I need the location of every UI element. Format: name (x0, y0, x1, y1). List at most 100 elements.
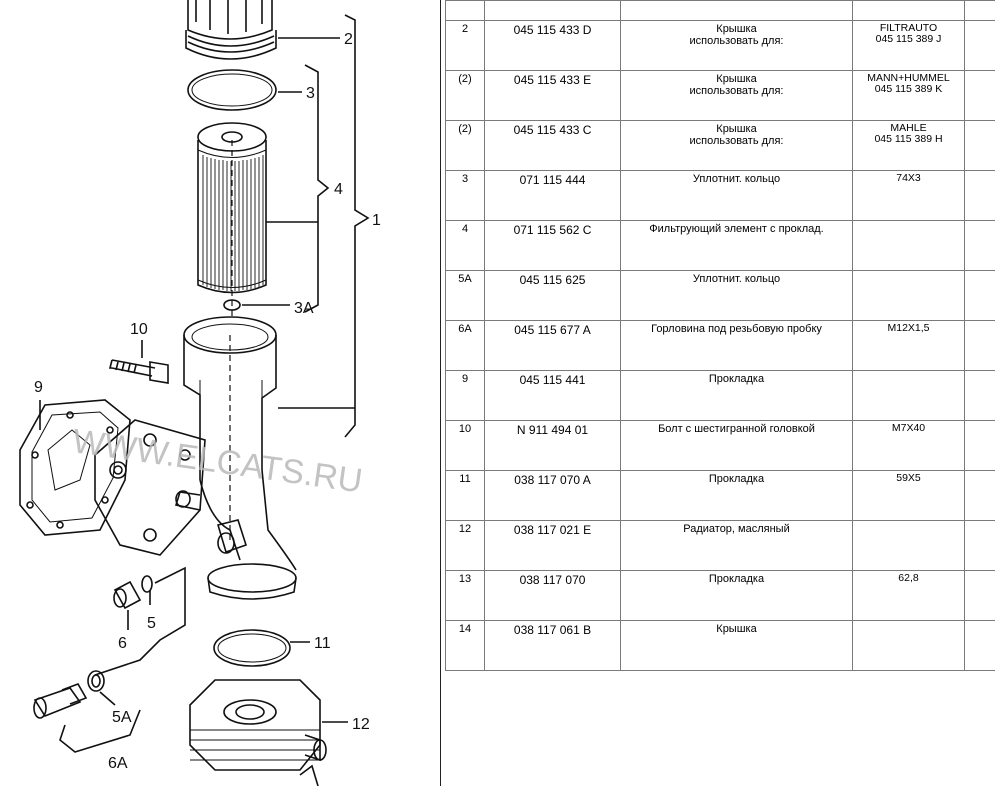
table-row[interactable] (445, 0, 995, 21)
label-1: 1 (372, 212, 381, 229)
cell-position: (2) (445, 120, 485, 171)
cell-part-name: Уплотнит. кольцо (620, 270, 853, 321)
cell-note: 59X5 (852, 470, 965, 521)
part-mounting-flange[interactable] (94, 419, 206, 556)
label-2: 2 (344, 31, 353, 48)
label-9: 9 (34, 379, 43, 396)
cell-quantity (964, 120, 995, 171)
cell-quantity: 1 (964, 170, 995, 221)
part-gasket-ring[interactable] (213, 629, 291, 667)
cell-note (852, 0, 965, 21)
cell-part-number: 038 117 070 A (484, 470, 621, 521)
part-filler-neck[interactable] (33, 670, 105, 719)
cell-note: 62,8 (852, 570, 965, 621)
part-bolt[interactable] (108, 359, 169, 384)
cell-part-name: Крышка использовать для: (620, 120, 853, 171)
cell-quantity: 4 (964, 420, 995, 471)
cell-note: MAHLE 045 115 389 H (852, 120, 965, 171)
part-filter-element[interactable] (197, 122, 267, 294)
cell-quantity: 1 (964, 220, 995, 271)
label-12: 12 (352, 716, 370, 733)
cell-part-number: 045 115 433 C (484, 120, 621, 171)
cell-position: 3 (445, 170, 485, 221)
part-plug-screw[interactable] (113, 575, 153, 610)
label-3a: 3A (294, 300, 314, 317)
part-oil-cooler[interactable] (189, 679, 327, 786)
cell-quantity: 1 (964, 470, 995, 521)
label-10: 10 (130, 321, 148, 338)
cell-part-name (620, 0, 853, 21)
cell-note (852, 370, 965, 421)
part-seal-ring[interactable] (187, 69, 277, 111)
watermark-text: WWW.ELCATS.RU (70, 422, 365, 500)
cell-part-number: 038 117 070 (484, 570, 621, 621)
cell-quantity: 1 (964, 270, 995, 321)
cell-part-name: Крышка (620, 620, 853, 671)
cell-quantity: 1 (964, 570, 995, 621)
cell-quantity (964, 0, 995, 21)
cell-part-number: 071 115 562 C (484, 220, 621, 271)
cell-quantity: 1 (964, 520, 995, 571)
cell-part-name: Прокладка (620, 470, 853, 521)
cell-part-name: Крышка использовать для: (620, 20, 853, 71)
label-6a: 6A (108, 755, 128, 772)
cell-position: 13 (445, 570, 485, 621)
cell-part-name: Радиатор, масляный (620, 520, 853, 571)
cell-note: 74X3 (852, 170, 965, 221)
pane-divider[interactable] (440, 0, 441, 786)
cell-part-name: Крышка использовать для: (620, 70, 853, 121)
cell-part-number: 071 115 444 (484, 170, 621, 221)
cell-position: 4 (445, 220, 485, 271)
cell-part-number: 038 117 021 E (484, 520, 621, 571)
cell-note (852, 520, 965, 571)
cell-note (852, 220, 965, 271)
cell-note (852, 270, 965, 321)
cell-position (445, 0, 485, 21)
cell-position: 2 (445, 20, 485, 71)
cell-position: 9 (445, 370, 485, 421)
cell-position: 5A (445, 270, 485, 321)
cell-position: 11 (445, 470, 485, 521)
cell-quantity (964, 70, 995, 121)
part-cap[interactable] (185, 0, 277, 60)
cell-part-name: Фильтрующий элемент с проклад. (620, 220, 853, 271)
cell-part-name: Прокладка (620, 570, 853, 621)
cell-part-number: 045 115 433 D (484, 20, 621, 71)
cell-part-name: Прокладка (620, 370, 853, 421)
cell-position: (2) (445, 70, 485, 121)
cell-part-number: 038 117 061 B (484, 620, 621, 671)
cell-position: 12 (445, 520, 485, 571)
cell-part-name: Болт с шестигранной головкой (620, 420, 853, 471)
label-11: 11 (314, 635, 331, 652)
part-gasket[interactable] (19, 399, 131, 536)
cell-part-number: 045 115 433 E (484, 70, 621, 121)
cell-note: M7X40 (852, 420, 965, 471)
cell-note: M12X1,5 (852, 320, 965, 371)
label-5a: 5A (112, 709, 132, 726)
cell-quantity: 1 (964, 370, 995, 421)
cell-quantity (964, 20, 995, 71)
exploded-parts-diagram: WWW.ELCATS.RU 2 3 4 1 3A 10 9 5 6 11 5A … (19, 0, 381, 786)
cell-quantity: 1 (964, 320, 995, 371)
cell-quantity: 1 (964, 620, 995, 671)
cell-position: 6A (445, 320, 485, 371)
label-5: 5 (147, 615, 156, 632)
cell-part-number: N 911 494 01 (484, 420, 621, 471)
cell-position: 10 (445, 420, 485, 471)
label-6: 6 (118, 635, 127, 652)
